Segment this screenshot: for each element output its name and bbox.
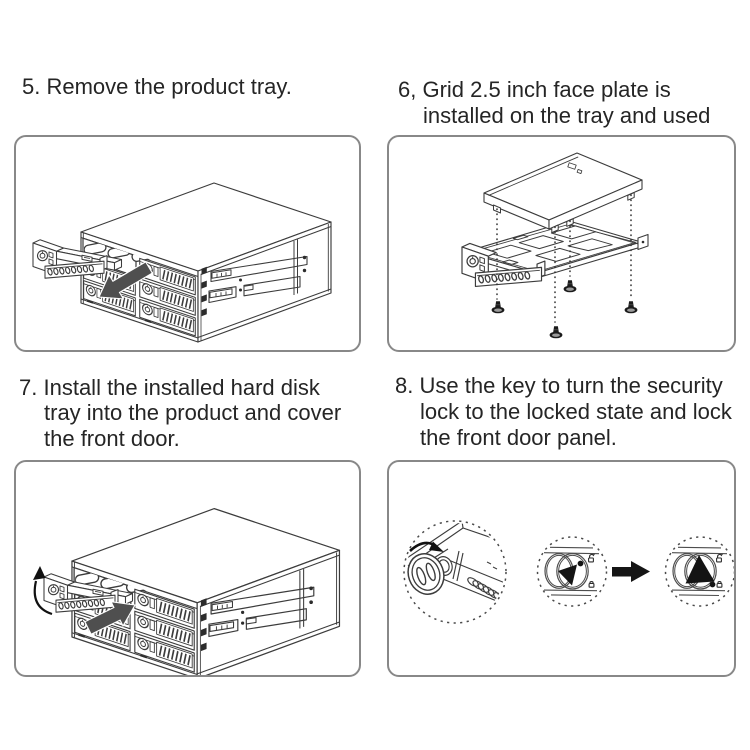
countersunk-screw-icon — [549, 325, 563, 339]
dial-pointer — [685, 555, 715, 584]
step-7-panel — [14, 460, 361, 677]
step-8-number: 8. — [395, 373, 414, 398]
hard-disk-drive — [483, 152, 643, 234]
step-6-number: 6, — [398, 77, 417, 102]
assembly-guide-lines — [496, 194, 632, 323]
zoom-bubble-circle — [664, 536, 734, 607]
step-8-line-1: 8. Use the key to turn the security — [395, 373, 732, 399]
arrow-pull-out-icon — [98, 261, 154, 300]
padlock-closed-icon — [716, 581, 723, 588]
step-5-illustration — [16, 137, 359, 350]
step-7-line-3: the front door. — [44, 426, 180, 452]
step-7-line-2: tray into the product and cover — [44, 400, 342, 426]
lock-state-transition-arrow-icon — [612, 561, 650, 582]
step-5-number: 5. — [22, 74, 41, 99]
lock-dial-locked-icon — [664, 536, 734, 607]
step-8-caption: 8. Use the key to turn the security lock… — [395, 373, 732, 450]
step-5-panel — [14, 135, 361, 352]
step-8-text-1: Use the key to turn the security — [419, 373, 723, 398]
step-7-number: 7. — [19, 374, 38, 400]
step-5-line-1: 5. Remove the product tray. — [22, 74, 292, 100]
arrow-push-in-icon — [84, 601, 136, 636]
countersunk-screw-icon — [624, 300, 638, 314]
step-6-caption: 6, Grid 2.5 inch face plate is installed… — [398, 77, 710, 129]
key-in-lock-detail — [403, 520, 507, 624]
step-7-text-1: Install the installed hard disk — [43, 374, 320, 400]
step-7-caption: 7. Install the installed hard disk tray … — [19, 375, 341, 452]
turn-key-arrow-icon — [409, 541, 444, 552]
rotate-handle-arrow-icon — [33, 566, 53, 616]
step-6-text-1: Grid 2.5 inch face plate is — [422, 77, 671, 102]
step-8-illustration — [403, 520, 734, 624]
step-8-line-3: the front door panel. — [420, 424, 617, 450]
step-5-text: Remove the product tray. — [46, 74, 292, 99]
step-6-line-2: installed on the tray and used — [423, 102, 711, 128]
dial-pointer — [558, 564, 577, 586]
countersunk-screw-icon — [563, 279, 577, 293]
security-key-icon — [407, 553, 445, 595]
padlock-closed-icon — [588, 581, 595, 588]
padlock-open-icon — [588, 553, 595, 563]
step-8-panel — [387, 460, 736, 677]
step-6-illustration — [461, 152, 649, 339]
step-6-line-1: 6, Grid 2.5 inch face plate is — [398, 77, 710, 103]
step-5-caption: 5. Remove the product tray. — [22, 74, 292, 100]
step-7-illustration — [33, 462, 359, 675]
step-7-line-1: 7. Install the installed hard disk — [19, 375, 341, 401]
dial-dot — [709, 581, 716, 588]
padlock-open-icon — [716, 553, 723, 563]
zoom-bubble-circle — [403, 520, 507, 624]
dial-dot — [577, 560, 584, 567]
step-8-line-2: lock to the locked state and lock — [420, 398, 732, 424]
lock-dial-unlocked-icon — [536, 536, 608, 607]
step-6-panel — [387, 135, 736, 352]
countersunk-screw-icon — [491, 300, 505, 314]
zoom-bubble-circle — [536, 536, 608, 607]
screws — [491, 279, 638, 339]
